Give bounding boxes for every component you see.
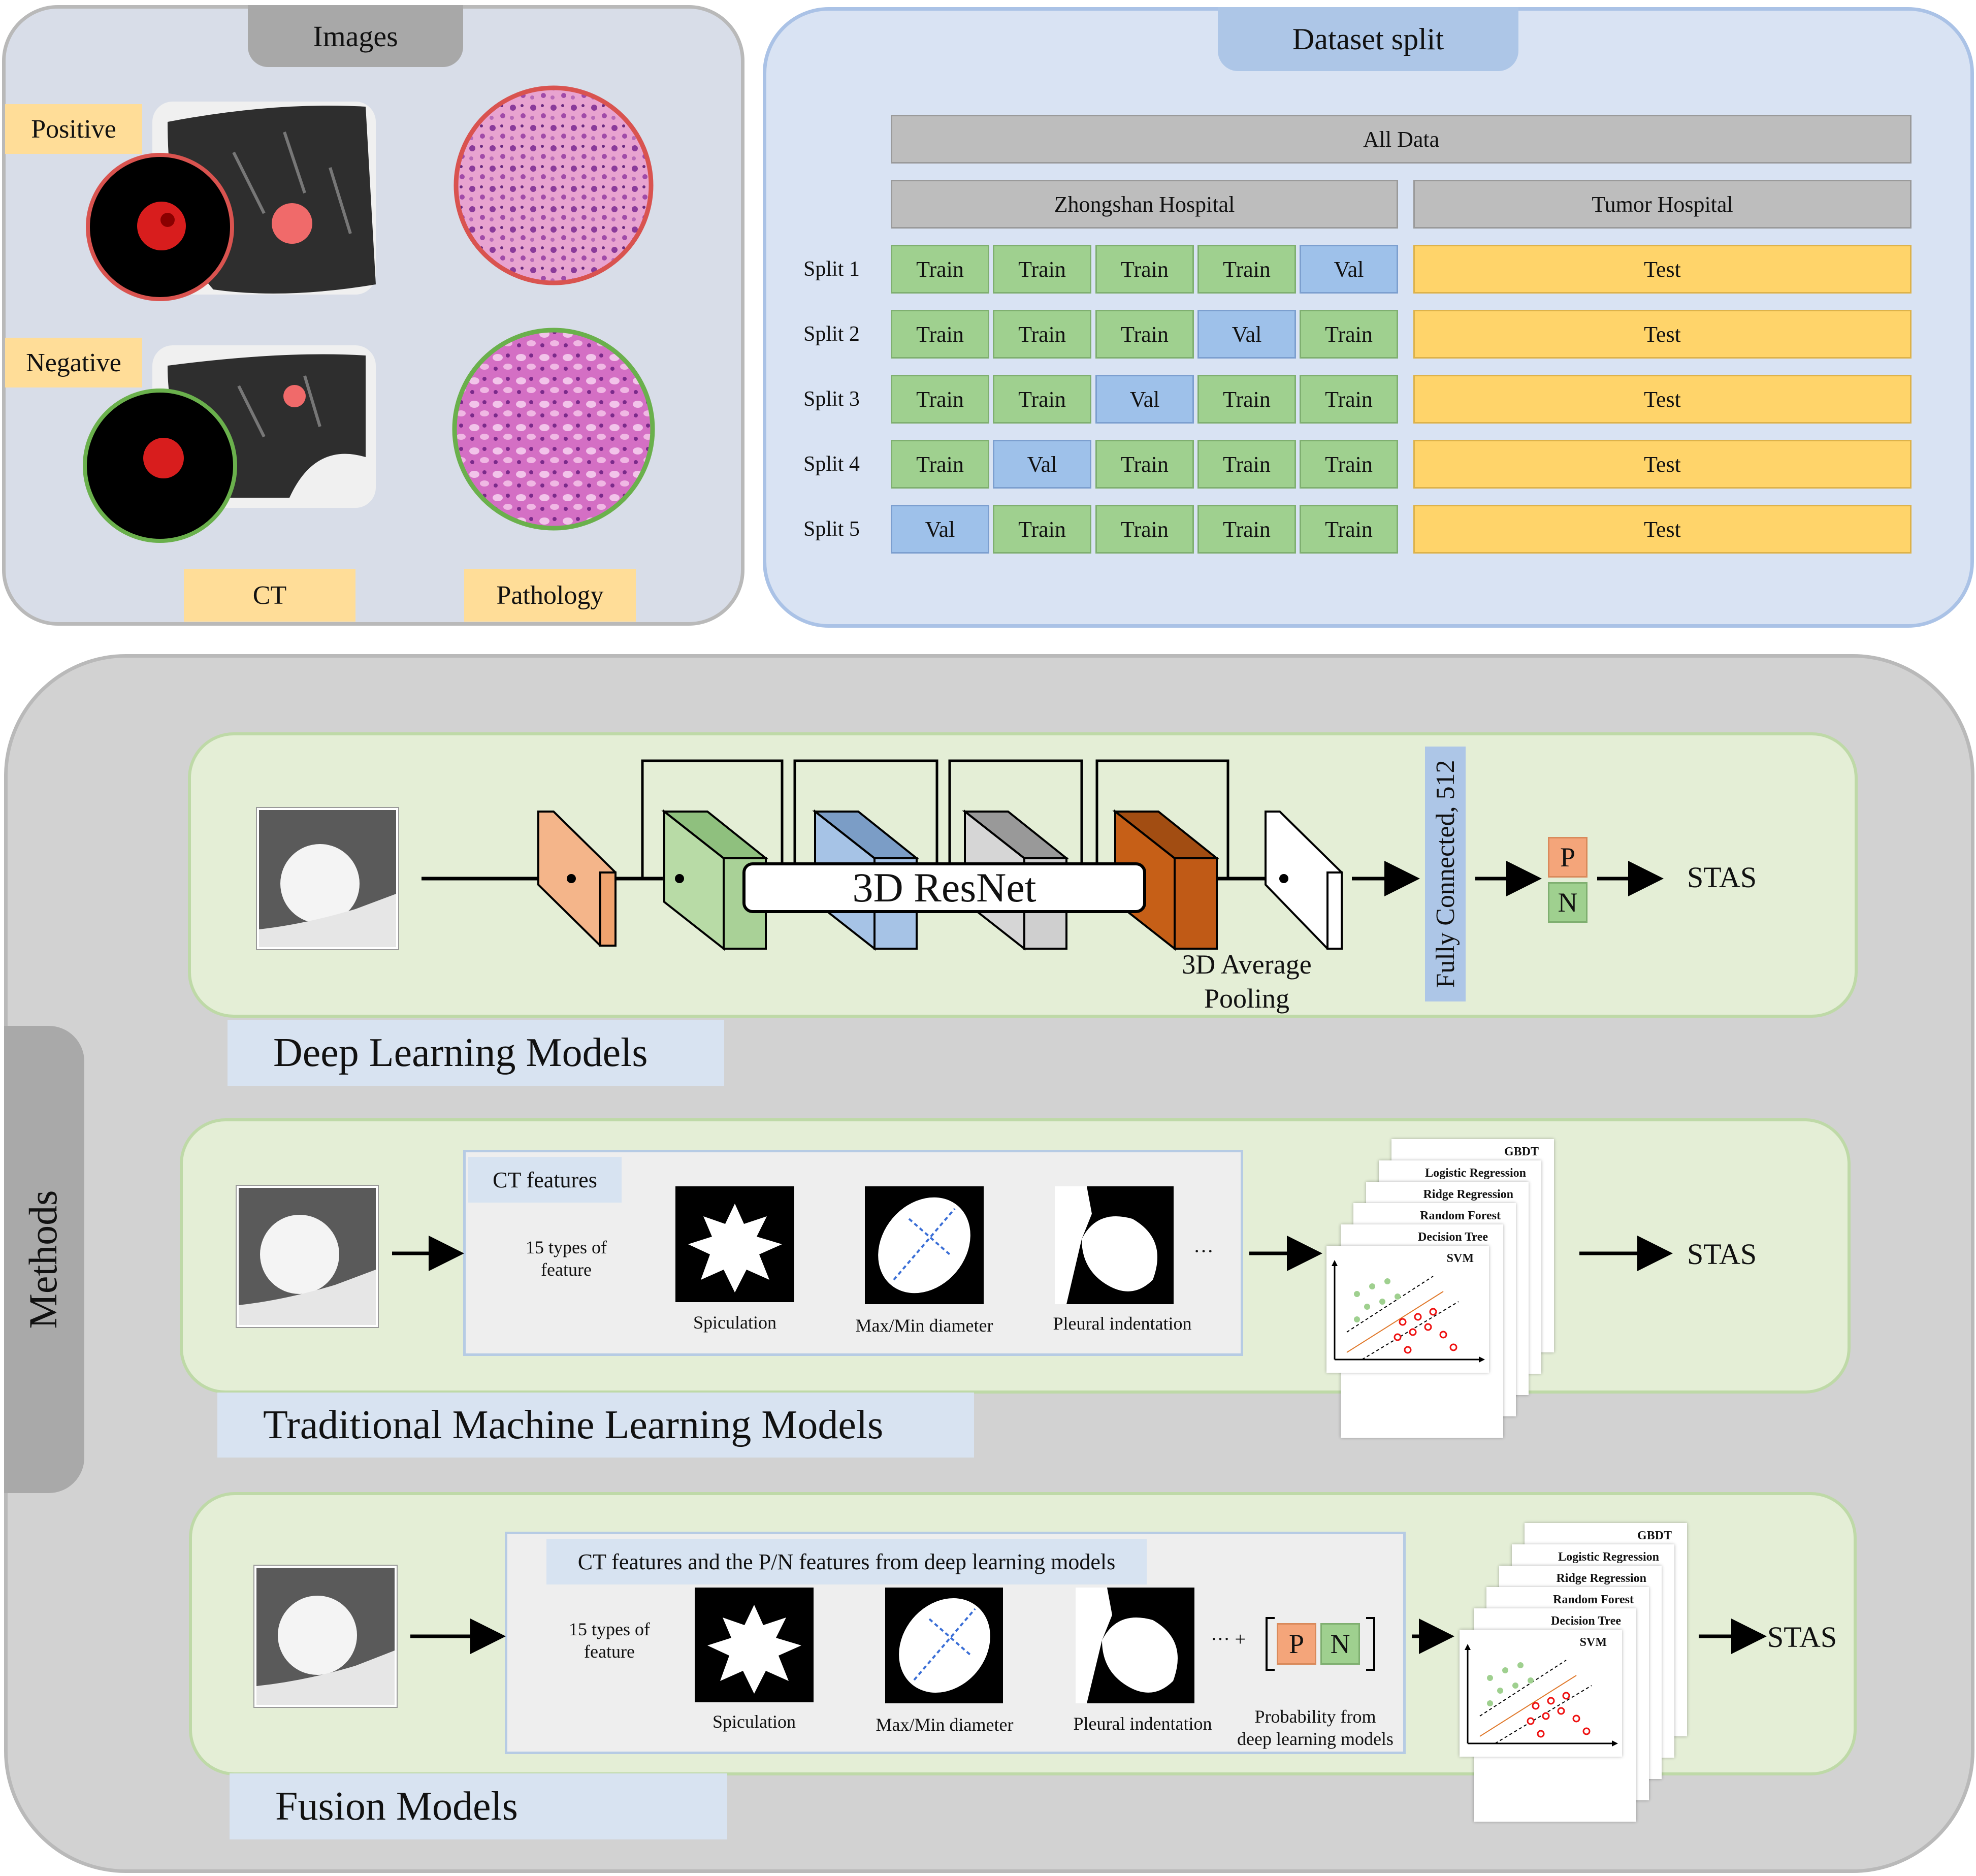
split-train-cell: Train	[1300, 440, 1398, 489]
split-train-cell: Train	[993, 245, 1091, 294]
traditional-diameter-label: Max/Min diameter	[855, 1315, 993, 1336]
split-train-cell: Train	[1300, 375, 1398, 424]
images-panel	[2, 5, 744, 626]
fusion-svm-scatter	[1465, 1644, 1618, 1746]
deep-stas-output: STAS	[1687, 861, 1757, 894]
split-train-cell: Train	[891, 375, 989, 424]
split-test-cell: Test	[1413, 440, 1912, 489]
pathology-label: Pathology	[464, 569, 636, 622]
fusion-prob-line1: Probability from	[1254, 1706, 1376, 1727]
split-train-cell: Train	[891, 245, 989, 294]
fusion-ellipsis-plus: ··· +	[1211, 1629, 1246, 1650]
split-test-cell: Test	[1413, 310, 1912, 359]
fusion-caption: Fusion Models	[230, 1773, 727, 1839]
split-train-cell: Train	[1197, 375, 1296, 424]
fusion-features-title: CT features and the P/N features from de…	[546, 1539, 1147, 1584]
split-row-label: Split 4	[803, 452, 860, 476]
traditional-types-line1: 15 types of	[526, 1237, 607, 1257]
split-train-cell: Train	[1197, 440, 1296, 489]
split-row-label: Split 5	[803, 517, 860, 541]
split-train-cell: Train	[1300, 310, 1398, 359]
traditional-types-line2: feature	[541, 1259, 592, 1280]
split-train-cell: Train	[1095, 245, 1194, 294]
split-train-cell: Train	[1197, 505, 1296, 554]
split-test-cell: Test	[1413, 505, 1912, 554]
fusion-stas-output: STAS	[1767, 1621, 1837, 1654]
deep-output-n: N	[1548, 882, 1588, 923]
split-train-cell: Train	[993, 310, 1091, 359]
tumor-hospital-bar: Tumor Hospital	[1413, 180, 1912, 229]
traditional-spiculation-label: Spiculation	[693, 1312, 776, 1333]
split-test-cell: Test	[1413, 375, 1912, 424]
traditional-stas-output: STAS	[1687, 1238, 1757, 1271]
fusion-diameter-label: Max/Min diameter	[876, 1715, 1014, 1735]
split-train-cell: Train	[1095, 440, 1194, 489]
fully-connected-bar	[1425, 747, 1466, 1001]
split-val-cell: Val	[1300, 245, 1398, 294]
methods-side-tab	[4, 1026, 84, 1493]
split-train-cell: Train	[891, 440, 989, 489]
fusion-p-badge: P	[1277, 1623, 1316, 1665]
fusion-svm-card: SVM	[1460, 1630, 1622, 1757]
split-val-cell: Val	[1197, 310, 1296, 359]
split-row-label: Split 2	[803, 322, 860, 346]
split-test-cell: Test	[1413, 245, 1912, 294]
split-val-cell: Val	[1095, 375, 1194, 424]
split-train-cell: Train	[1095, 310, 1194, 359]
traditional-caption: Traditional Machine Learning Models	[217, 1393, 974, 1458]
split-row-label: Split 1	[803, 257, 860, 281]
fusion-pleural-label: Pleural indentation	[1073, 1713, 1212, 1734]
split-train-cell: Train	[1300, 505, 1398, 554]
negative-label: Negative	[5, 338, 142, 387]
split-row-label: Split 3	[803, 387, 860, 411]
traditional-features-title: CT features	[468, 1157, 622, 1203]
fusion-spiculation-label: Spiculation	[712, 1711, 796, 1732]
pooling-label-line2: Pooling	[1204, 983, 1290, 1014]
ct-label: CT	[184, 569, 355, 622]
traditional-svm-scatter	[1332, 1260, 1485, 1363]
fusion-prob-line2: deep learning models	[1237, 1729, 1394, 1749]
split-train-cell: Train	[993, 505, 1091, 554]
positive-label: Positive	[5, 104, 142, 154]
split-val-cell: Val	[993, 440, 1091, 489]
zhongshan-hospital-bar: Zhongshan Hospital	[891, 180, 1398, 229]
traditional-ellipsis: ···	[1193, 1240, 1214, 1263]
split-train-cell: Train	[1197, 245, 1296, 294]
traditional-pleural-label: Pleural indentation	[1053, 1313, 1192, 1334]
split-train-cell: Train	[891, 310, 989, 359]
split-val-cell: Val	[891, 505, 989, 554]
dataset-split-title: Dataset split	[1218, 7, 1518, 71]
pooling-label-line1: 3D Average	[1182, 949, 1312, 980]
split-train-cell: Train	[993, 375, 1091, 424]
deep-output-p: P	[1548, 837, 1588, 878]
methods-side-label: Methods	[21, 1190, 65, 1329]
resnet-label: 3D ResNet	[742, 862, 1146, 913]
fusion-types-line2: feature	[584, 1641, 635, 1662]
traditional-svm-card: SVM	[1326, 1246, 1489, 1373]
fusion-n-badge: N	[1320, 1623, 1360, 1665]
fusion-types-line1: 15 types of	[569, 1619, 650, 1639]
deep-learning-caption: Deep Learning Models	[228, 1020, 724, 1086]
split-train-cell: Train	[1095, 505, 1194, 554]
all-data-bar: All Data	[891, 115, 1912, 164]
fully-connected-label: Fully Connected, 512	[1431, 760, 1460, 988]
images-title: Images	[248, 5, 463, 67]
